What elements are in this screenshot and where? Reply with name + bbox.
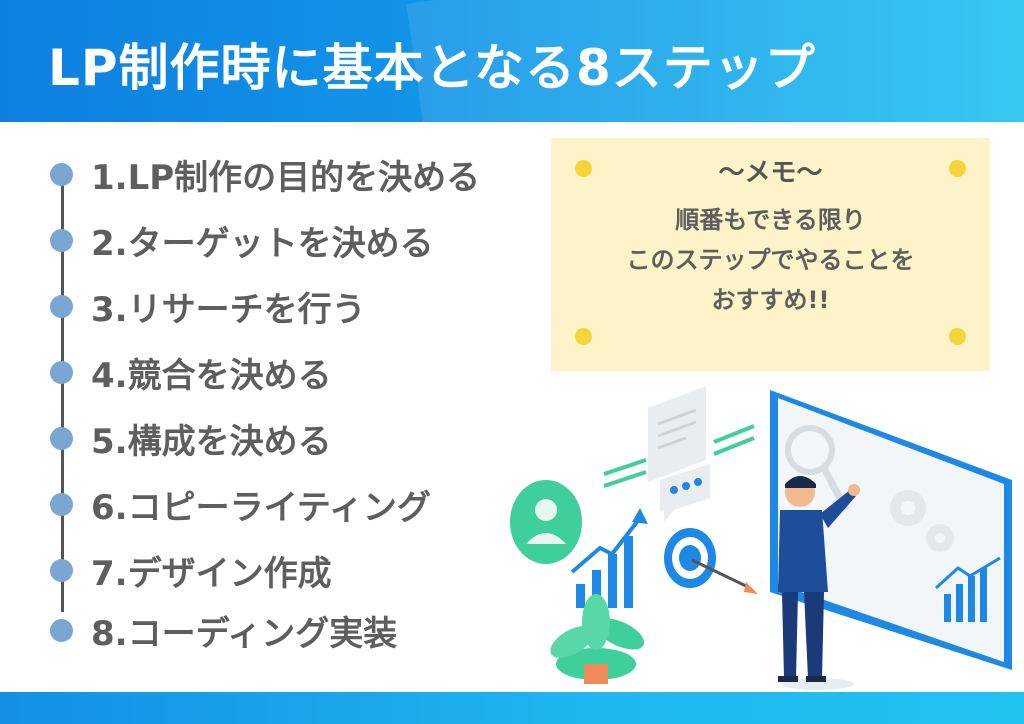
footer-band — [0, 692, 1024, 724]
screen-bar-chart-icon — [934, 556, 1001, 622]
step-bullet-icon — [50, 294, 73, 318]
step-item-6: 6.コピーライティング — [50, 480, 431, 528]
pin-icon — [575, 328, 592, 345]
step-label: 7.デザイン作成 — [91, 553, 332, 594]
step-label: 2.ターゲットを決める — [91, 223, 434, 264]
step-label: 6.コピーライティング — [91, 487, 431, 528]
step-bullet-icon — [50, 492, 73, 516]
header-banner: LP制作時に基本となる8ステップ — [0, 0, 1024, 122]
document-icon — [648, 386, 706, 482]
step-item-2: 2.ターゲットを決める — [50, 216, 434, 264]
chat-bubble-icon — [660, 464, 710, 522]
memo-card: 〜メモ〜 順番もできる限り このステップでやることを おすすめ!! — [551, 138, 990, 371]
growth-chart-icon — [570, 508, 648, 608]
plant-icon — [550, 594, 645, 684]
page-title: LP制作時に基本となる8ステップ — [48, 39, 816, 97]
memo-line: このステップでやることを — [626, 246, 915, 274]
step-bullet-icon — [50, 228, 73, 252]
step-item-3: 3.リサーチを行う — [50, 282, 366, 330]
memo-title: 〜メモ〜 — [718, 158, 823, 188]
pin-icon — [575, 160, 592, 177]
step-item-7: 7.デザイン作成 — [50, 546, 332, 594]
step-bullet-icon — [50, 162, 73, 186]
pin-icon — [949, 160, 966, 177]
step-item-1: 1.LP制作の目的を決める — [50, 150, 480, 198]
memo-line: おすすめ!! — [711, 286, 830, 314]
step-bullet-icon — [50, 558, 73, 582]
steps-timeline-line — [61, 172, 64, 612]
memo-text: 順番もできる限り このステップでやることを おすすめ!! — [551, 200, 990, 320]
businessman-figure — [778, 476, 860, 690]
steps-list: 1.LP制作の目的を決める 2.ターゲットを決める 3.リサーチを行う 4.競合… — [50, 150, 550, 654]
step-label: 5.構成を決める — [91, 421, 332, 462]
step-bullet-icon — [50, 426, 73, 450]
step-label: 8.コーディング実装 — [91, 613, 398, 654]
step-item-4: 4.競合を決める — [50, 348, 332, 396]
step-bullet-icon — [50, 618, 73, 642]
businessman-illustration — [510, 386, 1012, 690]
avatar-icon — [510, 480, 582, 564]
decor-lines — [603, 424, 755, 488]
memo-line: 順番もできる限り — [675, 206, 866, 234]
target-icon — [664, 528, 758, 594]
step-label: 3.リサーチを行う — [91, 289, 366, 330]
gear-icon — [890, 490, 954, 552]
step-label: 1.LP制作の目的を決める — [91, 157, 481, 198]
step-item-8: 8.コーディング実装 — [50, 606, 397, 654]
step-item-5: 5.構成を決める — [50, 414, 332, 462]
step-bullet-icon — [50, 360, 73, 384]
pin-icon — [949, 328, 966, 345]
step-label: 4.競合を決める — [91, 355, 332, 396]
